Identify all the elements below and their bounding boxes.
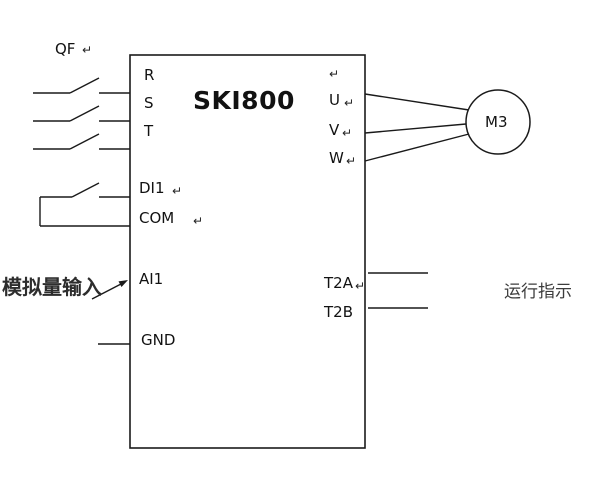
motor-circle bbox=[465, 89, 531, 155]
terminal-label-t: T bbox=[144, 122, 154, 140]
return-mark-v: ↵ bbox=[342, 126, 353, 140]
breaker-switch-r bbox=[33, 77, 130, 94]
terminal-label-t2b: T2B bbox=[324, 303, 353, 321]
terminal-label-com: COM bbox=[139, 209, 175, 227]
motor-label: M3 bbox=[485, 113, 508, 131]
terminal-label-di1: DI1 bbox=[139, 179, 165, 197]
terminal-label-u: U bbox=[329, 91, 340, 109]
return-mark-qf: ↵ bbox=[82, 43, 93, 57]
terminal-label-w: W bbox=[329, 149, 344, 167]
terminal-label-v: V bbox=[329, 121, 340, 139]
breaker-switch-t bbox=[33, 133, 130, 150]
wire-v bbox=[364, 123, 467, 134]
terminal-label-t2a: T2A bbox=[324, 274, 353, 292]
analog-input-arrow bbox=[91, 280, 128, 300]
terminal-label-r: R bbox=[144, 66, 155, 84]
return-mark-com: ↵ bbox=[193, 214, 204, 228]
terminal-label-ai1: AI1 bbox=[139, 270, 164, 288]
return-mark-di1: ↵ bbox=[172, 184, 183, 198]
device-model-label: SKI800 bbox=[193, 86, 295, 115]
analog-input-label: 模拟量输入 bbox=[2, 275, 102, 299]
run-indicator-label: 运行指示 bbox=[504, 282, 572, 302]
terminal-label-s: S bbox=[144, 94, 154, 112]
return-mark-u: ↵ bbox=[344, 96, 355, 110]
return-mark-top-right: ↵ bbox=[329, 67, 340, 81]
di1-switch bbox=[39, 182, 130, 227]
inverter-outline bbox=[129, 54, 366, 449]
return-mark-t2a: ↵ bbox=[355, 279, 366, 293]
wire-w bbox=[364, 133, 470, 162]
wire-u bbox=[364, 93, 470, 111]
breaker-switch-s bbox=[33, 105, 130, 122]
terminal-label-gnd: GND bbox=[141, 331, 176, 349]
breaker-label: QF bbox=[55, 40, 76, 58]
return-mark-w: ↵ bbox=[346, 154, 357, 168]
